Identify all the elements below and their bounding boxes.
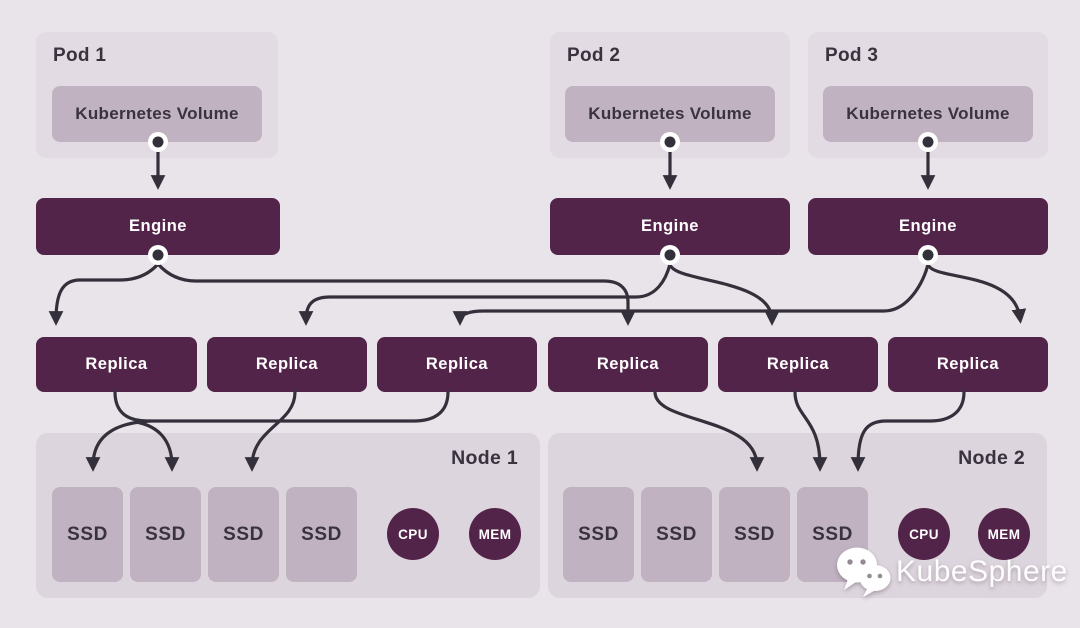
node-2-ssd-1: SSD: [563, 487, 634, 582]
engine-2: Engine: [550, 198, 790, 255]
pod-3: Pod 3 Kubernetes Volume: [808, 32, 1048, 158]
pod-3-label: Pod 3: [825, 45, 879, 66]
replica-1: Replica: [36, 337, 197, 392]
pod-3-volume: Kubernetes Volume: [823, 86, 1033, 142]
pod-1: Pod 1 Kubernetes Volume: [36, 32, 278, 158]
edge-engine-1-replica-1: [48, 262, 160, 326]
node-2-label: Node 2: [958, 447, 1025, 469]
node-1-cpu: CPU: [387, 508, 439, 560]
node-1-ssd-1-label: SSD: [67, 523, 108, 545]
node-2-cpu: CPU: [898, 508, 950, 560]
replica-5-label: Replica: [766, 355, 830, 373]
replica-1-label: Replica: [85, 355, 148, 373]
node-2-ssd-1-label: SSD: [578, 523, 619, 545]
pod-1-label: Pod 1: [53, 45, 107, 66]
pod-1-volume: Kubernetes Volume: [52, 86, 262, 142]
watermark-text: KubeSphere: [896, 555, 1068, 588]
replica-5: Replica: [718, 337, 878, 392]
edge-replica-1-replica-3-junction: [113, 390, 450, 423]
watermark: KubeSphere: [836, 545, 1068, 599]
replica-6: Replica: [888, 337, 1048, 392]
node-1-cpu-label: CPU: [398, 526, 428, 542]
node-1: Node 1 SSD SSD SSD SSD CPU MEM: [36, 433, 540, 598]
node-1-ssd-2: SSD: [130, 487, 201, 582]
wechat-icon: [837, 547, 891, 597]
node-2-ssd-2: SSD: [641, 487, 712, 582]
replica-2: Replica: [207, 337, 367, 392]
node-2-mem-label: MEM: [987, 526, 1021, 542]
pod-2-volume-label: Kubernetes Volume: [588, 104, 752, 123]
edge-engine-2-replica-2: [298, 262, 672, 326]
node-2-mem: MEM: [978, 508, 1030, 560]
replica-2-label: Replica: [255, 355, 319, 373]
engine-2-label: Engine: [640, 217, 699, 235]
edge-engine-3-replica-6: [926, 262, 1027, 324]
node-1-mem: MEM: [469, 508, 521, 560]
pod-2-label: Pod 2: [567, 45, 621, 66]
node-1-ssd-4: SSD: [286, 487, 357, 582]
node-2-ssd-3-label: SSD: [734, 523, 775, 545]
pod-1-volume-label: Kubernetes Volume: [75, 104, 239, 123]
node-2-ssd-4-label: SSD: [812, 523, 853, 545]
node-1-label: Node 1: [451, 447, 518, 469]
edge-engine-2-replica-5: [668, 262, 780, 326]
replica-3: Replica: [377, 337, 537, 392]
replica-3-label: Replica: [425, 355, 489, 373]
edge-engine-3-replica-3: [452, 262, 930, 326]
engine-3: Engine: [808, 198, 1048, 255]
node-1-ssd-1: SSD: [52, 487, 123, 582]
node-1-mem-label: MEM: [478, 526, 512, 542]
engine-1-label: Engine: [128, 217, 187, 235]
node-1-ssd-4-label: SSD: [301, 523, 342, 545]
replica-6-label: Replica: [936, 355, 1000, 373]
edge-engine-1-replica-4: [156, 262, 636, 326]
engine-1: Engine: [36, 198, 280, 255]
pod-2-volume: Kubernetes Volume: [565, 86, 775, 142]
node-2-cpu-label: CPU: [909, 526, 939, 542]
replica-4: Replica: [548, 337, 708, 392]
node-2-ssd-2-label: SSD: [656, 523, 697, 545]
node-1-ssd-2-label: SSD: [145, 523, 186, 545]
engine-3-label: Engine: [898, 217, 957, 235]
node-2-ssd-3: SSD: [719, 487, 790, 582]
node-1-ssd-3-label: SSD: [223, 523, 264, 545]
pod-2: Pod 2 Kubernetes Volume: [550, 32, 790, 158]
node-1-ssd-3: SSD: [208, 487, 279, 582]
replica-4-label: Replica: [596, 355, 660, 373]
pod-3-volume-label: Kubernetes Volume: [846, 104, 1010, 123]
